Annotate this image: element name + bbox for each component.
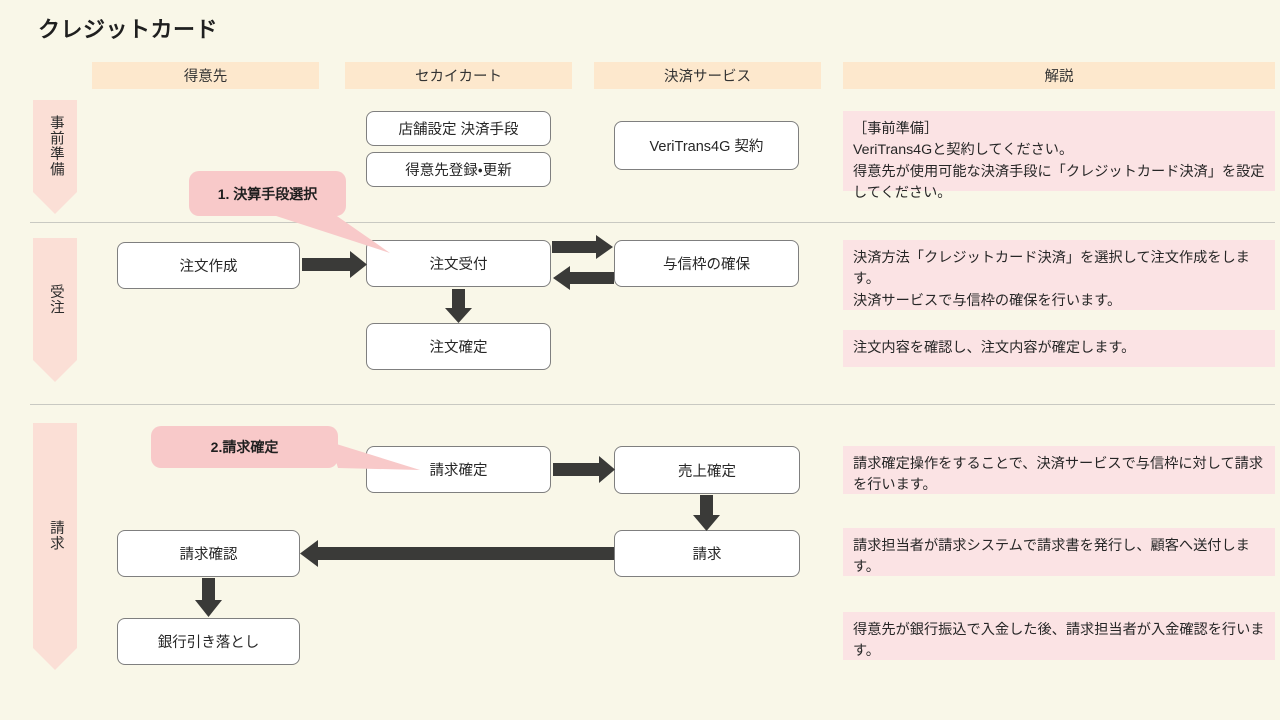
explanation-order-confirm: 注文内容を確認し、注文内容が確定します。	[843, 330, 1275, 367]
process-box-receive-order[interactable]: 注文受付	[366, 240, 551, 287]
arrow-sales-to-billing	[693, 495, 720, 531]
column-header-description: 解説	[843, 62, 1275, 89]
phase-label-order: 受注	[47, 283, 64, 315]
arrow-billingcheck-to-bankdebit	[195, 578, 222, 617]
arrow-credit-to-receive	[553, 266, 614, 290]
lane-divider-2	[30, 404, 1275, 405]
arrow-receive-to-credit	[552, 235, 613, 259]
explanation-payment-check: 得意先が銀行振込で入金した後、請求担当者が入金確認を行います。	[843, 612, 1275, 660]
phase-label-billing: 請求	[47, 520, 64, 551]
callout-step-2[interactable]: 2.請求確定	[151, 426, 338, 468]
process-box-confirm-order[interactable]: 注文確定	[366, 323, 551, 370]
column-header-payment-service: 決済サービス	[594, 62, 821, 89]
column-header-customer: 得意先	[92, 62, 319, 89]
process-box-veritrans4g-contract[interactable]: VeriTrans4G 契約	[614, 121, 799, 170]
explanation-preparation: ［事前準備］ VeriTrans4Gと契約してください。 得意先が使用可能な決済…	[843, 111, 1275, 201]
phase-arrow-tip-order	[33, 360, 77, 382]
process-box-sales-confirm[interactable]: 売上確定	[614, 446, 800, 494]
phase-label-preparation: 事前準備	[47, 115, 64, 177]
explanation-billing-issue: 請求担当者が請求システムで請求書を発行し、顧客へ送付します。	[843, 528, 1275, 576]
process-box-customer-registration-update[interactable]: 得意先登録・更新	[366, 152, 551, 187]
explanation-order-create: 決済方法「クレジットカード決済」を選択して注文作成をします。 決済サービスで与信…	[843, 240, 1275, 310]
phase-band-preparation: 事前準備	[33, 100, 77, 192]
process-box-billing-check[interactable]: 請求確認	[117, 530, 300, 577]
process-box-billing[interactable]: 請求	[614, 530, 800, 577]
process-box-store-settings-payment-method[interactable]: 店舗設定 決済手段	[366, 111, 551, 146]
column-header-sekaicart: セカイカート	[345, 62, 572, 89]
arrow-billingconfirm-to-sales	[553, 456, 615, 483]
arrow-create-to-receive	[302, 251, 367, 278]
phase-band-order: 受注	[33, 238, 77, 360]
arrow-receive-to-confirm	[445, 289, 472, 323]
phase-arrow-tip-billing	[33, 648, 77, 670]
process-box-bank-debit[interactable]: 銀行引き落とし	[117, 618, 300, 665]
explanation-billing-confirm: 請求確定操作をすることで、決済サービスで与信枠に対して請求を行います。	[843, 446, 1275, 494]
process-box-billing-confirm[interactable]: 請求確定	[366, 446, 551, 493]
process-box-secure-credit-limit[interactable]: 与信枠の確保	[614, 240, 799, 287]
page-title: クレジットカード	[38, 17, 219, 42]
arrow-billing-to-billingcheck	[300, 540, 614, 567]
callout-step-1[interactable]: 1. 決算手段選択	[189, 171, 346, 216]
lane-divider-1	[30, 222, 1275, 223]
phase-arrow-tip-preparation	[33, 192, 77, 214]
phase-band-billing: 請求	[33, 423, 77, 648]
process-box-create-order[interactable]: 注文作成	[117, 242, 300, 289]
